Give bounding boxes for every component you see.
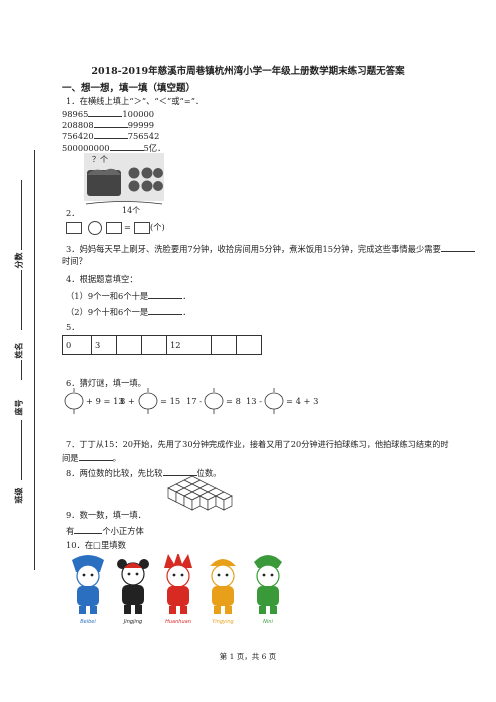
fuwa-mascots-picture: Beibei Jingjing Huanhuan Yingying Nini [72,554,282,625]
q2-question-label: ？个 [92,155,108,164]
mascot-name: Yingying [212,619,233,625]
binding-dash [21,270,22,330]
q5-cell[interactable] [141,335,167,355]
q6-stem: 6．猜灯谜，填一填。 [66,378,146,388]
q10-stem: 10．在□里填数 [66,540,126,550]
q9-cube-stack [167,476,233,511]
q6-eq1: + 9 = 13 [86,396,124,406]
q5-cell[interactable] [211,335,237,355]
page-footer: 第 1 页，共 6 页 [219,652,277,661]
binding-dash [21,360,22,380]
q5-number: 5． [66,322,80,332]
mascot-name: Jingjing [123,619,142,625]
section-heading: 一、想一想，填一填（填空题） [62,83,196,94]
binding-score-label: 分数 [13,252,24,269]
answer-blank[interactable] [93,130,128,139]
binding-seat-label: 座号 [13,399,24,416]
q6-eq4-pre: 13 - [246,396,262,406]
lantern-icon[interactable] [64,388,84,414]
q6-eq3-pre: 17 - [186,396,202,406]
q6-eq2-pre: 8 + [120,396,135,406]
mascot-name: Nini [263,619,273,625]
lantern-icon[interactable] [138,388,158,414]
q5-cell[interactable] [116,335,142,355]
q5-cell: 0 [62,335,92,355]
q3-line1: 3．妈妈每天早上刷牙、洗脸要用7分钟，收拾房间用5分钟，煮米饭用15分钟，完成这… [66,243,475,255]
binding-name-label: 姓名 [13,342,24,359]
answer-blank[interactable] [109,142,144,151]
mascot-name: Huanhuan [165,619,191,625]
q5-cell: 3 [91,335,117,355]
answer-blank[interactable] [148,306,183,315]
answer-blank[interactable] [148,290,183,299]
q6-eq4: = 4 + 3 [286,396,319,406]
binding-line [34,150,35,570]
lantern-icon[interactable] [264,388,284,414]
q2-operator-circle[interactable] [88,221,102,235]
q4-item-a: （1）9个一和6个十是． [66,290,191,301]
answer-blank[interactable] [440,243,475,252]
page-title: 2018-2019年慈溪市周巷镇杭州湾小学一年级上册数学期末练习题无答案 [91,66,405,77]
lantern-icon[interactable] [204,388,224,414]
q7-line1: 7．丁丁从15：20开始，先用了30分钟完成作业，接着又用了20分钟进行拍球练习… [66,439,449,449]
binding-class-label: 班级 [13,487,24,504]
q6-eq2: = 15 [160,396,181,406]
q5-cell[interactable] [236,335,262,355]
q2-equals: = [124,222,131,232]
q9-line2: 有个小正方体 [66,525,144,536]
q2-number: 2． [66,208,80,218]
q2-fruit-picture: ？个 14个 [84,153,164,215]
mascot-name: Beibei [80,619,96,625]
q2-total-label: 14个 [122,206,140,215]
binding-dash [21,180,22,250]
answer-blank[interactable] [162,467,197,476]
q6-eq3: = 8 [226,396,241,406]
q7-line2: 间是。 [62,452,121,463]
q5-number-table: 0 3 12 [62,335,262,355]
q2-unit: (个) [150,222,165,232]
q9-stem: 9．数一数，填一填． [66,510,146,520]
q4-item-b: （2）9个十和6个一是． [66,306,191,317]
binding-dash [21,420,22,480]
q5-cell: 12 [166,335,212,355]
q2-answer-box[interactable] [106,222,122,234]
q2-answer-box[interactable] [66,222,82,234]
q1-stem: 1．在横线上填上“＞”、“＜”或“=”． [66,96,204,106]
answer-blank[interactable] [78,452,113,461]
q8-text: 8．两位数的比较，先比较位数。 [66,467,222,478]
q2-answer-box[interactable] [134,222,150,234]
answer-blank[interactable] [93,119,128,128]
answer-blank[interactable] [88,108,123,117]
q3-line2: 时间？ [62,256,87,266]
q4-stem: 4．根据题意填空： [66,274,138,284]
answer-blank[interactable] [74,525,103,534]
